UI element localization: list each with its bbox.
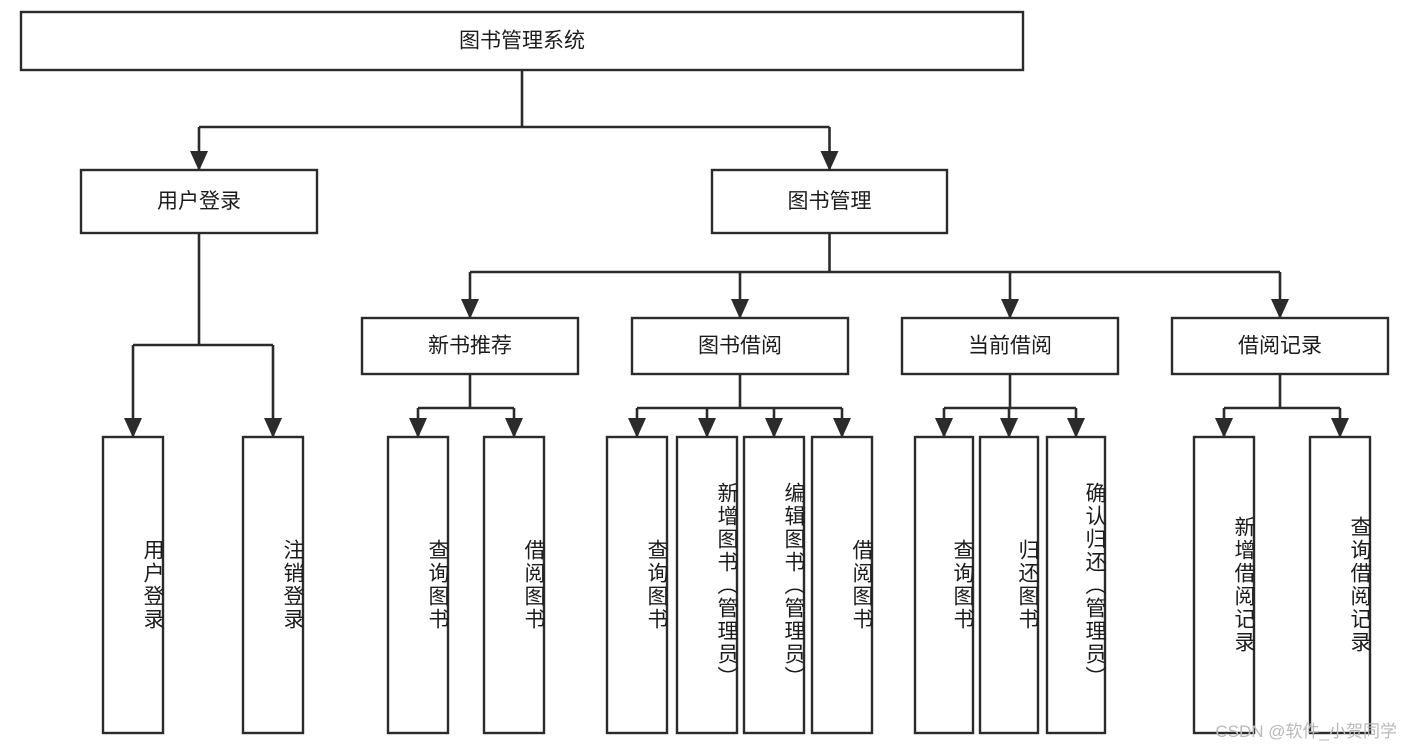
arrow-head-icon <box>1331 418 1349 438</box>
arrow-head-icon <box>1067 418 1085 438</box>
node-borrow-record-label: 借阅记录 <box>1238 335 1322 358</box>
arrow-head-icon <box>1215 418 1233 438</box>
node-book-borrow[interactable] <box>630 316 850 376</box>
arrow-head-icon <box>731 299 749 319</box>
node-leaf-add-book[interactable] <box>675 435 739 735</box>
node-leaf-query-book-1[interactable] <box>386 435 450 735</box>
arrow-head-icon <box>698 418 716 438</box>
node-leaf-borrow-book-2[interactable] <box>810 435 874 735</box>
arrow-head-icon <box>190 151 208 171</box>
node-root-label: 图书管理系统 <box>459 30 585 53</box>
arrow-head-icon <box>124 418 142 438</box>
arrow-head-icon <box>505 418 523 438</box>
node-current-borrow-label: 当前借阅 <box>968 335 1052 358</box>
connectors-layer <box>124 70 1349 438</box>
node-leaf-return-book[interactable] <box>978 435 1040 735</box>
node-book-manage[interactable] <box>710 168 949 235</box>
node-root[interactable] <box>19 10 1025 72</box>
node-book-manage-label: 图书管理 <box>788 190 872 213</box>
arrow-head-icon <box>1001 299 1019 319</box>
node-user-login[interactable] <box>79 168 319 235</box>
node-leaf-query-book-2[interactable] <box>605 435 669 735</box>
node-leaf-confirm-return[interactable] <box>1045 435 1107 735</box>
node-leaf-query-record[interactable] <box>1308 435 1372 735</box>
arrow-head-icon <box>409 418 427 438</box>
node-user-login-label: 用户登录 <box>157 190 241 213</box>
node-new-book-recommend[interactable] <box>360 316 580 376</box>
arrow-head-icon <box>1000 418 1018 438</box>
arrow-head-icon <box>628 418 646 438</box>
arrow-head-icon <box>461 299 479 319</box>
node-new-book-recommend-label: 新书推荐 <box>428 335 512 358</box>
node-book-borrow-label: 图书借阅 <box>698 335 782 358</box>
node-leaf-edit-book[interactable] <box>742 435 806 735</box>
arrow-head-icon <box>264 418 282 438</box>
node-leaf-query-book-3[interactable] <box>913 435 975 735</box>
node-borrow-record[interactable] <box>1170 316 1390 376</box>
boxes-layer <box>19 10 1390 735</box>
node-leaf-user-logout[interactable] <box>241 435 305 735</box>
arrow-head-icon <box>833 418 851 438</box>
node-leaf-borrow-book-1[interactable] <box>482 435 546 735</box>
arrow-head-icon <box>935 418 953 438</box>
node-current-borrow[interactable] <box>900 316 1120 376</box>
node-leaf-add-record[interactable] <box>1192 435 1256 735</box>
arrow-head-icon <box>820 151 839 171</box>
node-leaf-user-login[interactable] <box>101 435 165 735</box>
arrow-head-icon <box>1271 299 1289 319</box>
csdn-watermark: CSDN @软件_小贺同学 <box>1215 722 1397 741</box>
arrow-head-icon <box>765 418 783 438</box>
